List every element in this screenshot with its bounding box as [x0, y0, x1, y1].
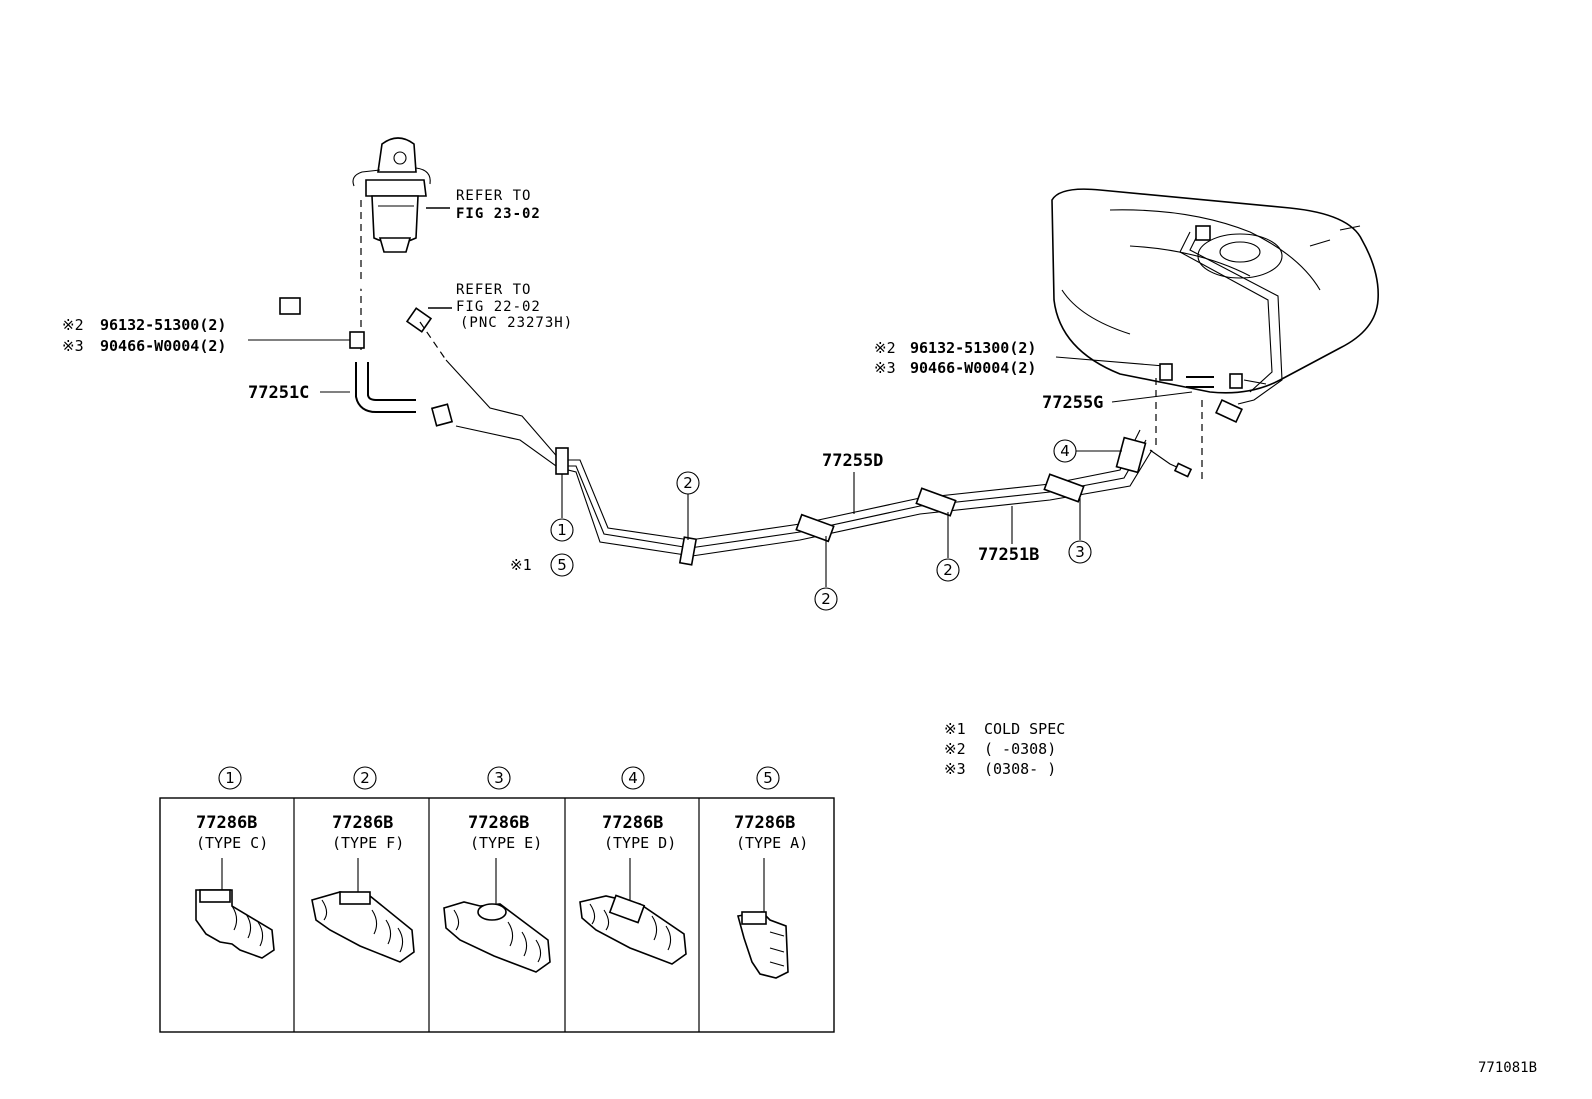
clamp-type-c-drawing [195, 858, 275, 959]
clamp-2b-on-run [795, 513, 835, 543]
clamp-4-on-run [1115, 436, 1147, 474]
legend-3-part: 77286B [468, 813, 529, 833]
part-77255d-label: 77255D [822, 451, 883, 471]
clamp-3-on-run [1043, 473, 1085, 503]
left-part2-mark: ※3 [62, 337, 84, 355]
callout-5-circle [550, 553, 574, 577]
legend-4-circle [621, 766, 645, 790]
right-part1-number: 96132-51300(2) [910, 339, 1036, 357]
note-2-text: ( -0308) [984, 740, 1056, 758]
refer-fig22-line1: REFER TO [456, 282, 531, 298]
note-3-mark: ※3 [944, 760, 966, 778]
clamp-type-d-drawing [579, 858, 687, 965]
refer-fig22-line3: (PNC 23273H) [460, 315, 573, 331]
clamp-type-e-drawing [443, 858, 551, 973]
callout-3-number: 3 [1075, 543, 1085, 561]
legend-1-part: 77286B [196, 813, 257, 833]
refer-fig22-line2: FIG 22-02 [456, 299, 541, 315]
right-part1-mark: ※2 [874, 339, 896, 357]
right-clip-drawing-2 [1229, 373, 1243, 389]
legend-3-type: (TYPE E) [470, 834, 542, 852]
legend-2-circle [353, 766, 377, 790]
callout-2b-circle [814, 587, 838, 611]
refer-fig23-line2: FIG 23-02 [456, 206, 541, 222]
right-part2-mark: ※3 [874, 359, 896, 377]
part-77255g-leader [1111, 391, 1193, 403]
left-clip-drawing [349, 331, 365, 349]
legend-5-circle [756, 766, 780, 790]
right-part2-number: 90466-W0004(2) [910, 359, 1036, 377]
right-clip-drawing [1159, 363, 1173, 381]
legend-5-type: (TYPE A) [736, 834, 808, 852]
callout-2b-number: 2 [821, 590, 831, 608]
callout-2a-circle [676, 471, 700, 495]
callout-3-circle [1068, 540, 1092, 564]
callout-1-circle [550, 518, 574, 542]
refer-fig23-line1: REFER TO [456, 188, 531, 204]
callout-2a-number: 2 [683, 474, 693, 492]
part-77255g-label: 77255G [1042, 393, 1103, 413]
note-1-mark: ※1 [944, 720, 966, 738]
legend-2-type: (TYPE F) [332, 834, 404, 852]
legend-3-index: 3 [494, 769, 504, 787]
note-3-text: (0308- ) [984, 760, 1056, 778]
fuel-filter-drawing [352, 137, 450, 253]
note-2-mark: ※2 [944, 740, 966, 758]
callout-5-mark: ※1 [510, 556, 532, 574]
clamp-type-f-drawing [311, 858, 415, 963]
note-1-text: COLD SPEC [984, 720, 1065, 738]
right-part-leader [1055, 356, 1165, 367]
legend-4-part: 77286B [602, 813, 663, 833]
callout-2c-number: 2 [943, 561, 953, 579]
clamp-1-on-run [555, 447, 569, 475]
legend-5-index: 5 [763, 769, 773, 787]
legend-5-part: 77286B [734, 813, 795, 833]
left-part1-mark: ※2 [62, 316, 84, 334]
callout-5-number: 5 [557, 556, 567, 574]
fuel-tank-drawing [1051, 188, 1379, 424]
legend-4-index: 4 [628, 769, 638, 787]
left-part1-number: 96132-51300(2) [100, 316, 226, 334]
legend-1-circle [218, 766, 242, 790]
clamp-type-a-drawing [736, 858, 789, 979]
legend-1-index: 1 [225, 769, 235, 787]
callout-1-number: 1 [557, 521, 567, 539]
clamp-legend [159, 797, 835, 1033]
callout-2c-circle [936, 558, 960, 582]
legend-3-circle [487, 766, 511, 790]
legend-2-index: 2 [360, 769, 370, 787]
left-hose-drawing [355, 362, 454, 427]
part-77251b-label: 77251B [978, 545, 1039, 565]
legend-4-type: (TYPE D) [604, 834, 676, 852]
part-77251c-label: 77251C [248, 383, 309, 403]
figure-id: 771081B [1478, 1060, 1537, 1076]
legend-1-type: (TYPE C) [196, 834, 268, 852]
legend-2-part: 77286B [332, 813, 393, 833]
clamp-2c-on-run [915, 487, 957, 517]
left-part2-number: 90466-W0004(2) [100, 337, 226, 355]
callout-4-number: 4 [1060, 442, 1070, 460]
clamp-2a-on-run [678, 536, 698, 566]
upper-hose-drawing [279, 277, 452, 333]
